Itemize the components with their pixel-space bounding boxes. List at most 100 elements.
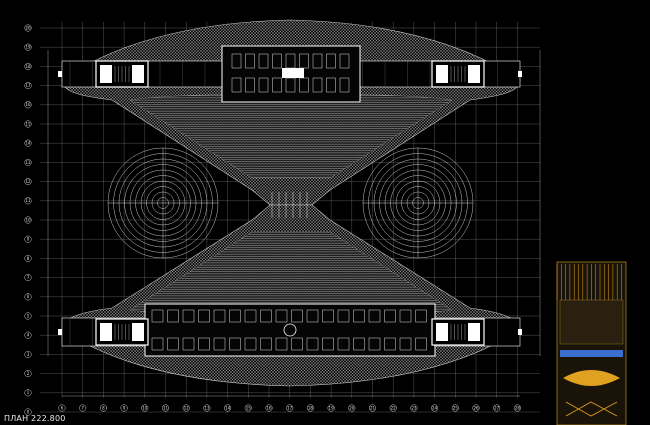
- room: [399, 337, 412, 351]
- inset-struts: [565, 401, 618, 417]
- room: [229, 337, 241, 351]
- axis-bubble: [224, 404, 232, 412]
- axis-label-row: 2: [27, 371, 30, 376]
- room: [151, 309, 164, 323]
- axis-label-column: 26: [473, 405, 479, 410]
- room: [275, 309, 288, 323]
- room: [260, 309, 272, 323]
- room: [312, 77, 323, 93]
- room: [272, 77, 282, 93]
- axis-bubble: [286, 404, 294, 412]
- room: [337, 337, 350, 351]
- axis-label-row: 1: [27, 390, 30, 395]
- axis-bubble: [348, 404, 356, 412]
- axis-label-column: 6: [61, 405, 64, 410]
- axis-bubble: [161, 404, 170, 412]
- room: [337, 309, 350, 323]
- axis-bubble: [24, 120, 32, 128]
- room: [339, 77, 350, 93]
- room: [415, 309, 427, 323]
- room: [312, 53, 323, 69]
- room: [384, 337, 396, 351]
- axis-bubble: [182, 404, 190, 412]
- axis-bubble: [120, 404, 128, 412]
- left-circular-arena: [107, 147, 219, 259]
- axis-bubble: [451, 404, 459, 412]
- room: [368, 337, 381, 351]
- room: [213, 309, 226, 323]
- room: [198, 309, 210, 323]
- axis-label-column: 28: [515, 405, 521, 410]
- room: [291, 337, 303, 351]
- axis-label-column: 14: [225, 405, 231, 410]
- axis-label-row: 5: [27, 313, 30, 318]
- end-cap: [518, 329, 522, 335]
- room: [326, 53, 336, 69]
- axis-label-row: 11: [25, 198, 31, 203]
- axis-label-row: 6: [27, 294, 30, 299]
- axis-label-row: 15: [25, 121, 31, 126]
- axis-label-row: 3: [27, 352, 30, 357]
- axis-label-row: 12: [25, 179, 31, 184]
- axis-bubble: [24, 43, 32, 51]
- axis-bubble: [24, 254, 32, 262]
- axis-bubble: [24, 62, 32, 70]
- axis-label-column: 16: [266, 405, 272, 410]
- axis-bubble: [79, 404, 87, 412]
- axis-bubble: [24, 293, 32, 301]
- axis-bubble: [24, 235, 32, 243]
- room: [322, 337, 334, 351]
- axis-label-row: 10: [25, 217, 31, 222]
- room: [244, 309, 257, 323]
- axis-bubble: [58, 404, 66, 412]
- axis-bubble: [327, 404, 335, 412]
- axis-bubble: [410, 404, 418, 412]
- room: [213, 337, 226, 351]
- axis-bubble: [244, 404, 252, 412]
- room: [245, 53, 255, 69]
- room: [167, 309, 179, 323]
- axis-label-row: 19: [25, 45, 31, 50]
- room: [368, 309, 381, 323]
- tower-top-left: [95, 60, 149, 88]
- tower-wall: [132, 323, 144, 341]
- tower-wall: [132, 65, 144, 83]
- room: [167, 337, 179, 351]
- axis-bubble: [24, 312, 32, 320]
- axis-label-column: 19: [329, 405, 335, 410]
- room: [198, 337, 210, 351]
- room: [326, 77, 336, 93]
- inset-section-thumbnail: [556, 261, 627, 425]
- plan-caption: ПЛАН 222.800: [4, 414, 66, 423]
- end-cap: [58, 329, 62, 335]
- room: [260, 337, 272, 351]
- room: [229, 309, 241, 323]
- axis-label-column: 15: [246, 405, 252, 410]
- axis-bubble: [24, 274, 32, 282]
- tower-bottom-left: [95, 318, 149, 346]
- axis-bubble: [513, 404, 521, 412]
- axis-bubble: [472, 404, 480, 412]
- room: [244, 337, 257, 351]
- room: [322, 309, 334, 323]
- axis-bubble: [24, 331, 32, 339]
- room: [353, 309, 365, 323]
- axis-label-row: 9: [27, 237, 30, 242]
- end-cap: [518, 71, 522, 77]
- room: [151, 337, 164, 351]
- axis-label-column: 18: [308, 405, 314, 410]
- axis-label-column: 20: [349, 405, 355, 410]
- axis-bubble: [24, 197, 32, 205]
- inset-body: [559, 299, 624, 345]
- room: [306, 309, 319, 323]
- end-cap: [58, 71, 62, 77]
- axis-label-row: 17: [25, 83, 31, 88]
- room: [245, 77, 255, 93]
- axis-label-row: 0: [27, 409, 30, 414]
- axis-label-column: 22: [391, 405, 397, 410]
- room: [182, 337, 195, 351]
- tower-wall: [100, 65, 112, 83]
- axis-label-row: 20: [25, 25, 31, 30]
- axis-label-column: 11: [163, 405, 169, 410]
- axis-bubble: [203, 404, 211, 412]
